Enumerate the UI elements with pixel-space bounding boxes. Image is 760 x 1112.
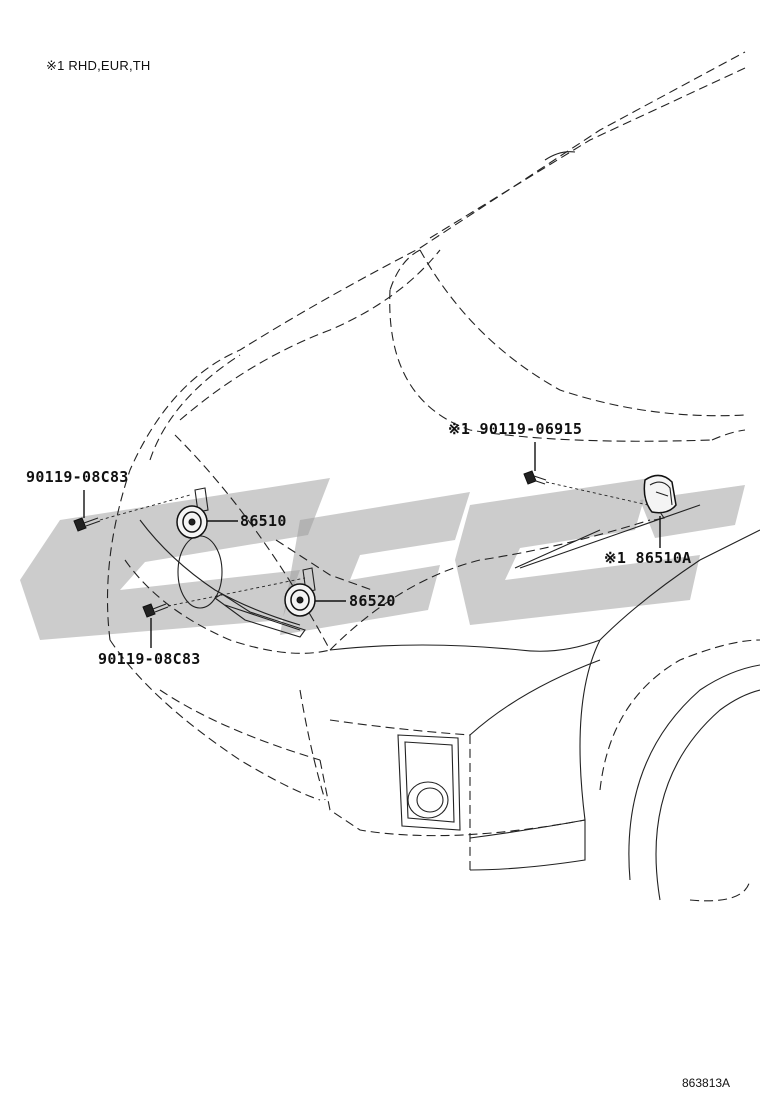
horn-86520-part xyxy=(284,567,316,617)
callout-bolt-upper-left[interactable]: 90119-08C83 xyxy=(26,468,129,486)
horn-86510A-part xyxy=(643,474,677,521)
callout-horn-86510A[interactable]: ※1 86510A xyxy=(604,549,692,567)
applicability-note: ※1 RHD,EUR,TH xyxy=(46,58,151,73)
bolt-right-part xyxy=(523,470,547,485)
horn-86510-part xyxy=(176,487,209,539)
bolt-lower-left-part xyxy=(142,603,169,618)
figure-number: 863813A xyxy=(682,1076,731,1090)
callout-bolt-right[interactable]: ※1 90119-06915 xyxy=(448,420,583,438)
callout-bolt-lower-left[interactable]: 90119-08C83 xyxy=(98,650,201,668)
bolt-upper-left-part xyxy=(73,517,101,532)
callout-horn-86510[interactable]: 86510 xyxy=(240,512,287,530)
watermark-logo xyxy=(20,478,745,640)
callout-horn-86520[interactable]: 86520 xyxy=(349,592,396,610)
